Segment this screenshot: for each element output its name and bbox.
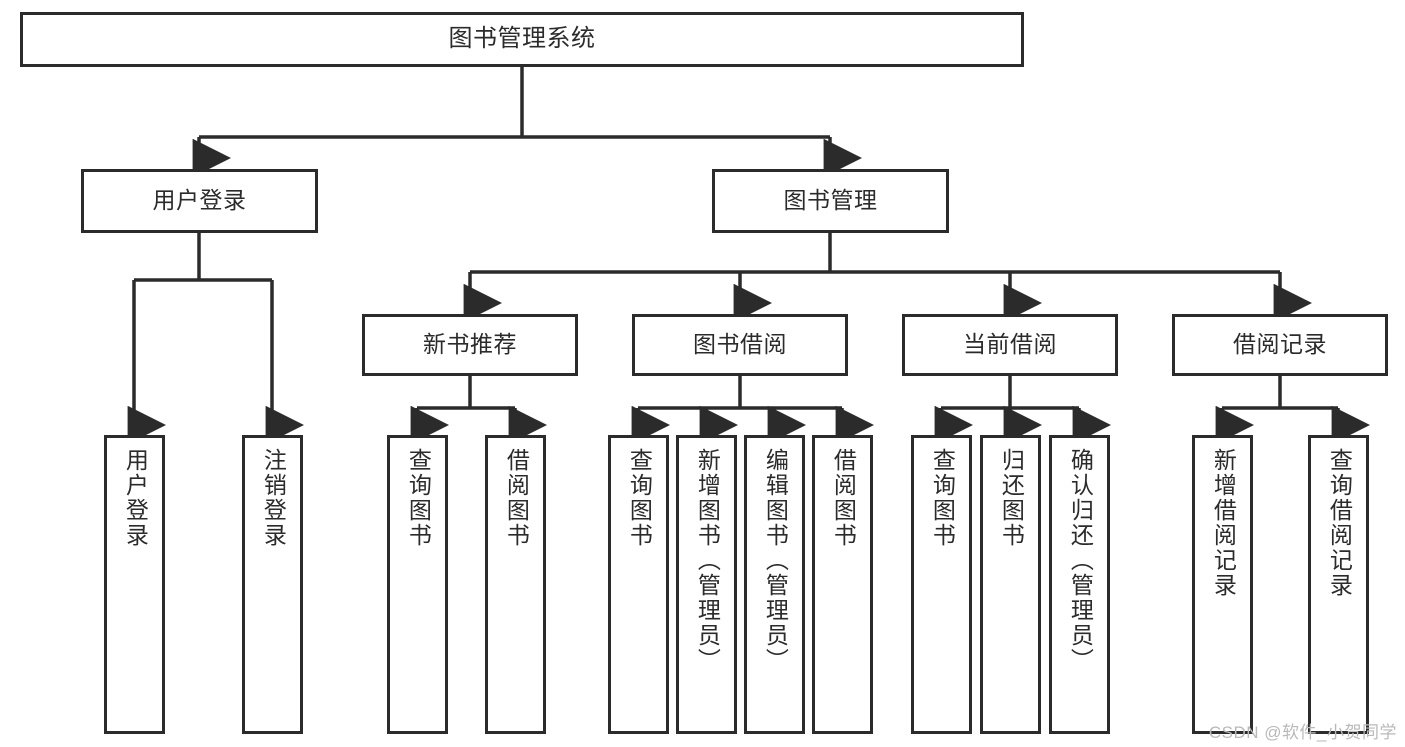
node-leaf-edit-book-label: 编辑图书（管理员） (762, 448, 789, 673)
node-leaf-borrow-book-1-label: 借阅图书 (503, 448, 530, 548)
node-leaf-query-book-2[interactable]: 查询图书 (608, 435, 669, 734)
node-book-manage-label: 图书管理 (783, 187, 878, 214)
node-leaf-borrow-book-2[interactable]: 借阅图书 (812, 435, 873, 734)
node-leaf-borrow-book-2-label: 借阅图书 (830, 448, 857, 548)
node-leaf-query-borrow-record-label: 查询借阅记录 (1326, 448, 1353, 598)
node-new-book-recommend-label: 新书推荐 (423, 331, 517, 358)
node-book-manage[interactable]: 图书管理 (712, 169, 949, 233)
node-leaf-query-book-1[interactable]: 查询图书 (387, 435, 448, 734)
node-leaf-logout-login-label: 注销登录 (260, 448, 287, 548)
node-user-login[interactable]: 用户登录 (81, 169, 318, 233)
node-leaf-edit-book[interactable]: 编辑图书（管理员） (744, 435, 805, 734)
node-leaf-query-book-3-label: 查询图书 (929, 448, 956, 548)
node-user-login-label: 用户登录 (152, 187, 247, 214)
node-leaf-return-book[interactable]: 归还图书 (980, 435, 1041, 734)
node-book-borrow-label: 图书借阅 (693, 331, 787, 358)
node-leaf-query-book-1-label: 查询图书 (405, 448, 432, 548)
node-book-borrow[interactable]: 图书借阅 (632, 314, 848, 376)
csdn-watermark: CSDN @软件_小贺同学 (1208, 723, 1397, 742)
node-leaf-add-book[interactable]: 新增图书（管理员） (676, 435, 737, 734)
node-leaf-add-borrow-record[interactable]: 新增借阅记录 (1192, 435, 1253, 734)
node-leaf-query-book-2-label: 查询图书 (626, 448, 653, 548)
node-leaf-query-borrow-record[interactable]: 查询借阅记录 (1308, 435, 1369, 734)
node-leaf-add-book-label: 新增图书（管理员） (694, 448, 721, 673)
node-leaf-user-login-label: 用户登录 (122, 448, 149, 548)
node-root-label: 图书管理系统 (448, 25, 596, 53)
node-leaf-borrow-book-1[interactable]: 借阅图书 (485, 435, 546, 734)
node-root[interactable]: 图书管理系统 (20, 12, 1024, 67)
node-leaf-return-book-label: 归还图书 (998, 448, 1025, 548)
node-new-book-recommend[interactable]: 新书推荐 (362, 314, 578, 376)
node-leaf-confirm-return[interactable]: 确认归还（管理员） (1049, 435, 1110, 734)
node-leaf-user-login[interactable]: 用户登录 (104, 435, 165, 734)
node-current-borrow[interactable]: 当前借阅 (902, 314, 1118, 376)
node-leaf-add-borrow-record-label: 新增借阅记录 (1210, 448, 1237, 598)
node-current-borrow-label: 当前借阅 (963, 331, 1057, 358)
node-leaf-confirm-return-label: 确认归还（管理员） (1067, 448, 1094, 673)
node-leaf-logout-login[interactable]: 注销登录 (242, 435, 303, 734)
node-borrow-record[interactable]: 借阅记录 (1172, 314, 1388, 376)
node-leaf-query-book-3[interactable]: 查询图书 (911, 435, 972, 734)
node-borrow-record-label: 借阅记录 (1233, 331, 1327, 358)
